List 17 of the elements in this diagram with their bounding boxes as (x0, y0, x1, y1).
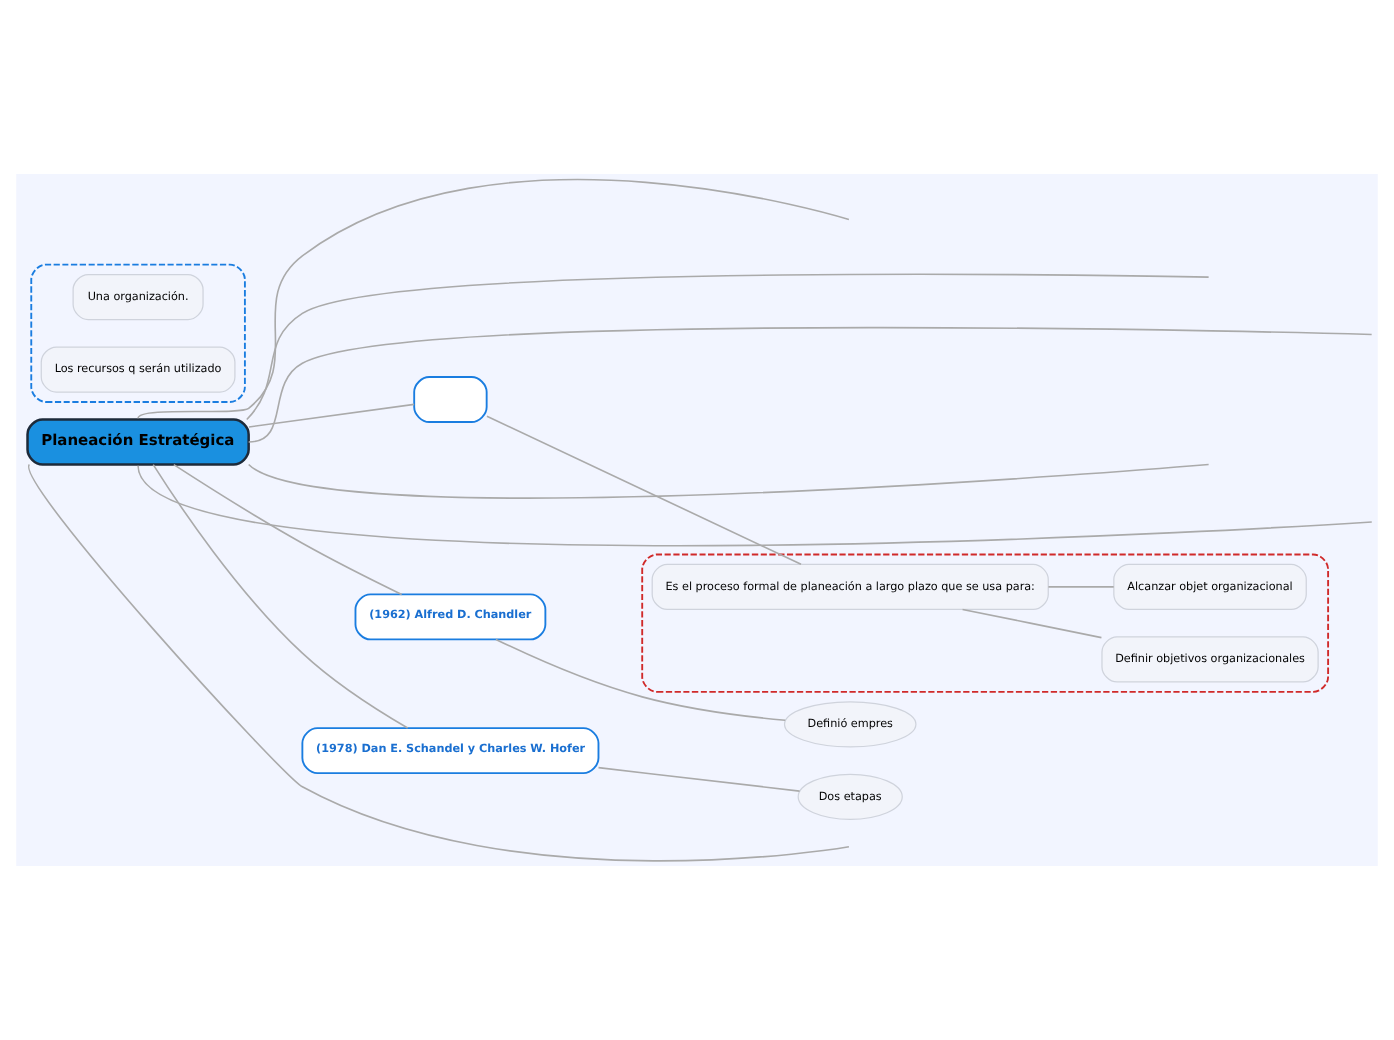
connector (597, 766, 801, 792)
cluster (641, 553, 1330, 693)
connector (137, 464, 1373, 547)
connector (245, 273, 1210, 421)
connector (28, 463, 850, 862)
connector (172, 463, 403, 596)
connector (247, 463, 1210, 499)
connector (495, 638, 787, 722)
connector (152, 463, 409, 729)
cluster (30, 263, 246, 403)
connector (248, 403, 415, 428)
connector (247, 326, 1373, 443)
connector (137, 178, 850, 420)
connector (961, 608, 1103, 639)
node-box (413, 376, 488, 423)
connector (1047, 586, 1115, 588)
connector (486, 415, 802, 566)
